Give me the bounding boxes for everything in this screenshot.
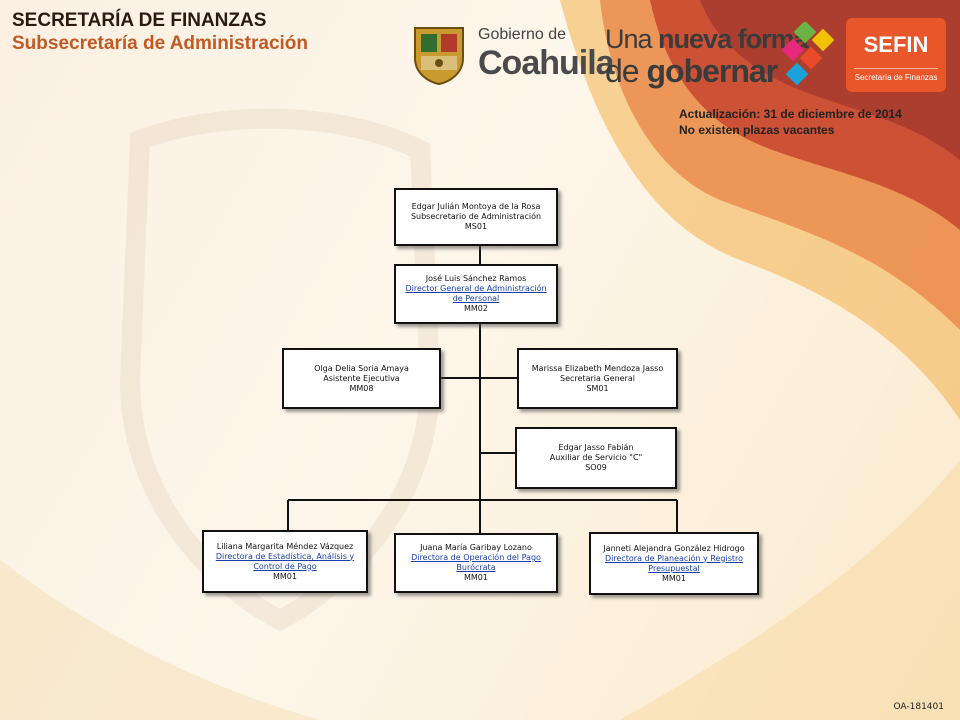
org-node-subsecretario: Edgar Julián Montoya de la Rosa Subsecre… (394, 188, 558, 246)
org-node-director-general: José Luis Sánchez Ramos Director General… (394, 264, 558, 324)
org-node-asistente: Olga Delia Soria Amaya Asistente Ejecuti… (282, 348, 441, 409)
org-node-directora-operacion: Juana María Garibay Lozano Directora de … (394, 533, 558, 593)
sefin-logo: SEFIN Secretaría de Finanzas (846, 18, 946, 92)
node-name: Edgar Julián Montoya de la Rosa (411, 202, 541, 211)
node-name: Marissa Elizabeth Mendoza Jasso (531, 363, 664, 373)
node-code: SM01 (586, 383, 609, 393)
sefin-caption: Secretaría de Finanzas (854, 73, 938, 82)
node-role-link[interactable]: Directora de Estadística, Análisis y Con… (215, 551, 355, 571)
node-name: Juana María Garibay Lozano (420, 543, 532, 552)
vacancy-note: No existen plazas vacantes (679, 123, 835, 137)
org-node-secretaria: Marissa Elizabeth Mendoza Jasso Secretar… (517, 348, 678, 409)
node-code: MM01 (273, 571, 297, 581)
node-role-link[interactable]: Directora de Operación del Pago Burócrat… (411, 553, 541, 572)
node-name: José Luis Sánchez Ramos (425, 274, 527, 283)
org-node-auxiliar: Edgar Jasso Fabián Auxiliar de Servicio … (515, 427, 677, 489)
slogan-part-d: gobernar (646, 53, 778, 89)
header-title-block: SECRETARÍA DE FINANZAS Subsecretaría de … (12, 10, 308, 56)
sefin-title: SEFIN (863, 32, 929, 57)
update-info: Actualización: 31 de diciembre de 2014 N… (679, 106, 902, 138)
coat-of-arms-icon (414, 27, 464, 86)
node-name: Edgar Jasso Fabián (558, 443, 634, 452)
slogan-logo: Una nueva forma de gobernar (605, 24, 809, 89)
gobierno-label: Gobierno de (478, 26, 567, 43)
org-node-directora-estadistica: Liliana Margarita Méndez Vázquez Directo… (202, 530, 368, 593)
update-date: Actualización: 31 de diciembre de 2014 (679, 107, 902, 121)
node-code: MM01 (662, 573, 686, 583)
node-name: Olga Delia Soria Amaya (314, 363, 409, 373)
slogan-part-a: Una (605, 24, 659, 54)
node-code: MM08 (349, 383, 374, 393)
slogan-part-c: de (605, 53, 647, 89)
node-code: MS01 (464, 222, 488, 231)
org-node-directora-planeacion: Janneti Alejandra González Hidrogo Direc… (589, 532, 759, 595)
node-code: SO09 (585, 463, 607, 472)
document-code: OA-181401 (893, 702, 945, 712)
page-title: SECRETARÍA DE FINANZAS (12, 10, 267, 31)
node-code: MM02 (464, 304, 488, 313)
node-name: Liliana Margarita Méndez Vázquez (216, 541, 354, 551)
gobierno-coahuila-logo: Gobierno de Coahuila (478, 26, 615, 82)
node-role: Secretaria General (560, 373, 635, 383)
color-squares-icon (781, 22, 835, 86)
node-role: Asistente Ejecutiva (323, 373, 400, 383)
page-subtitle: Subsecretaría de Administración (12, 33, 309, 54)
node-name: Janneti Alejandra González Hidrogo (603, 543, 745, 553)
node-role: Auxiliar de Servicio "C" (549, 453, 643, 462)
node-role-link[interactable]: Director General de Administración de Pe… (405, 284, 547, 303)
sefin-divider (854, 68, 938, 69)
node-role: Subsecretario de Administración (410, 212, 542, 221)
node-code: MM01 (464, 573, 488, 582)
coahuila-label: Coahuila (478, 44, 615, 82)
node-role-link[interactable]: Directora de Planeación y Registro Presu… (604, 553, 744, 573)
